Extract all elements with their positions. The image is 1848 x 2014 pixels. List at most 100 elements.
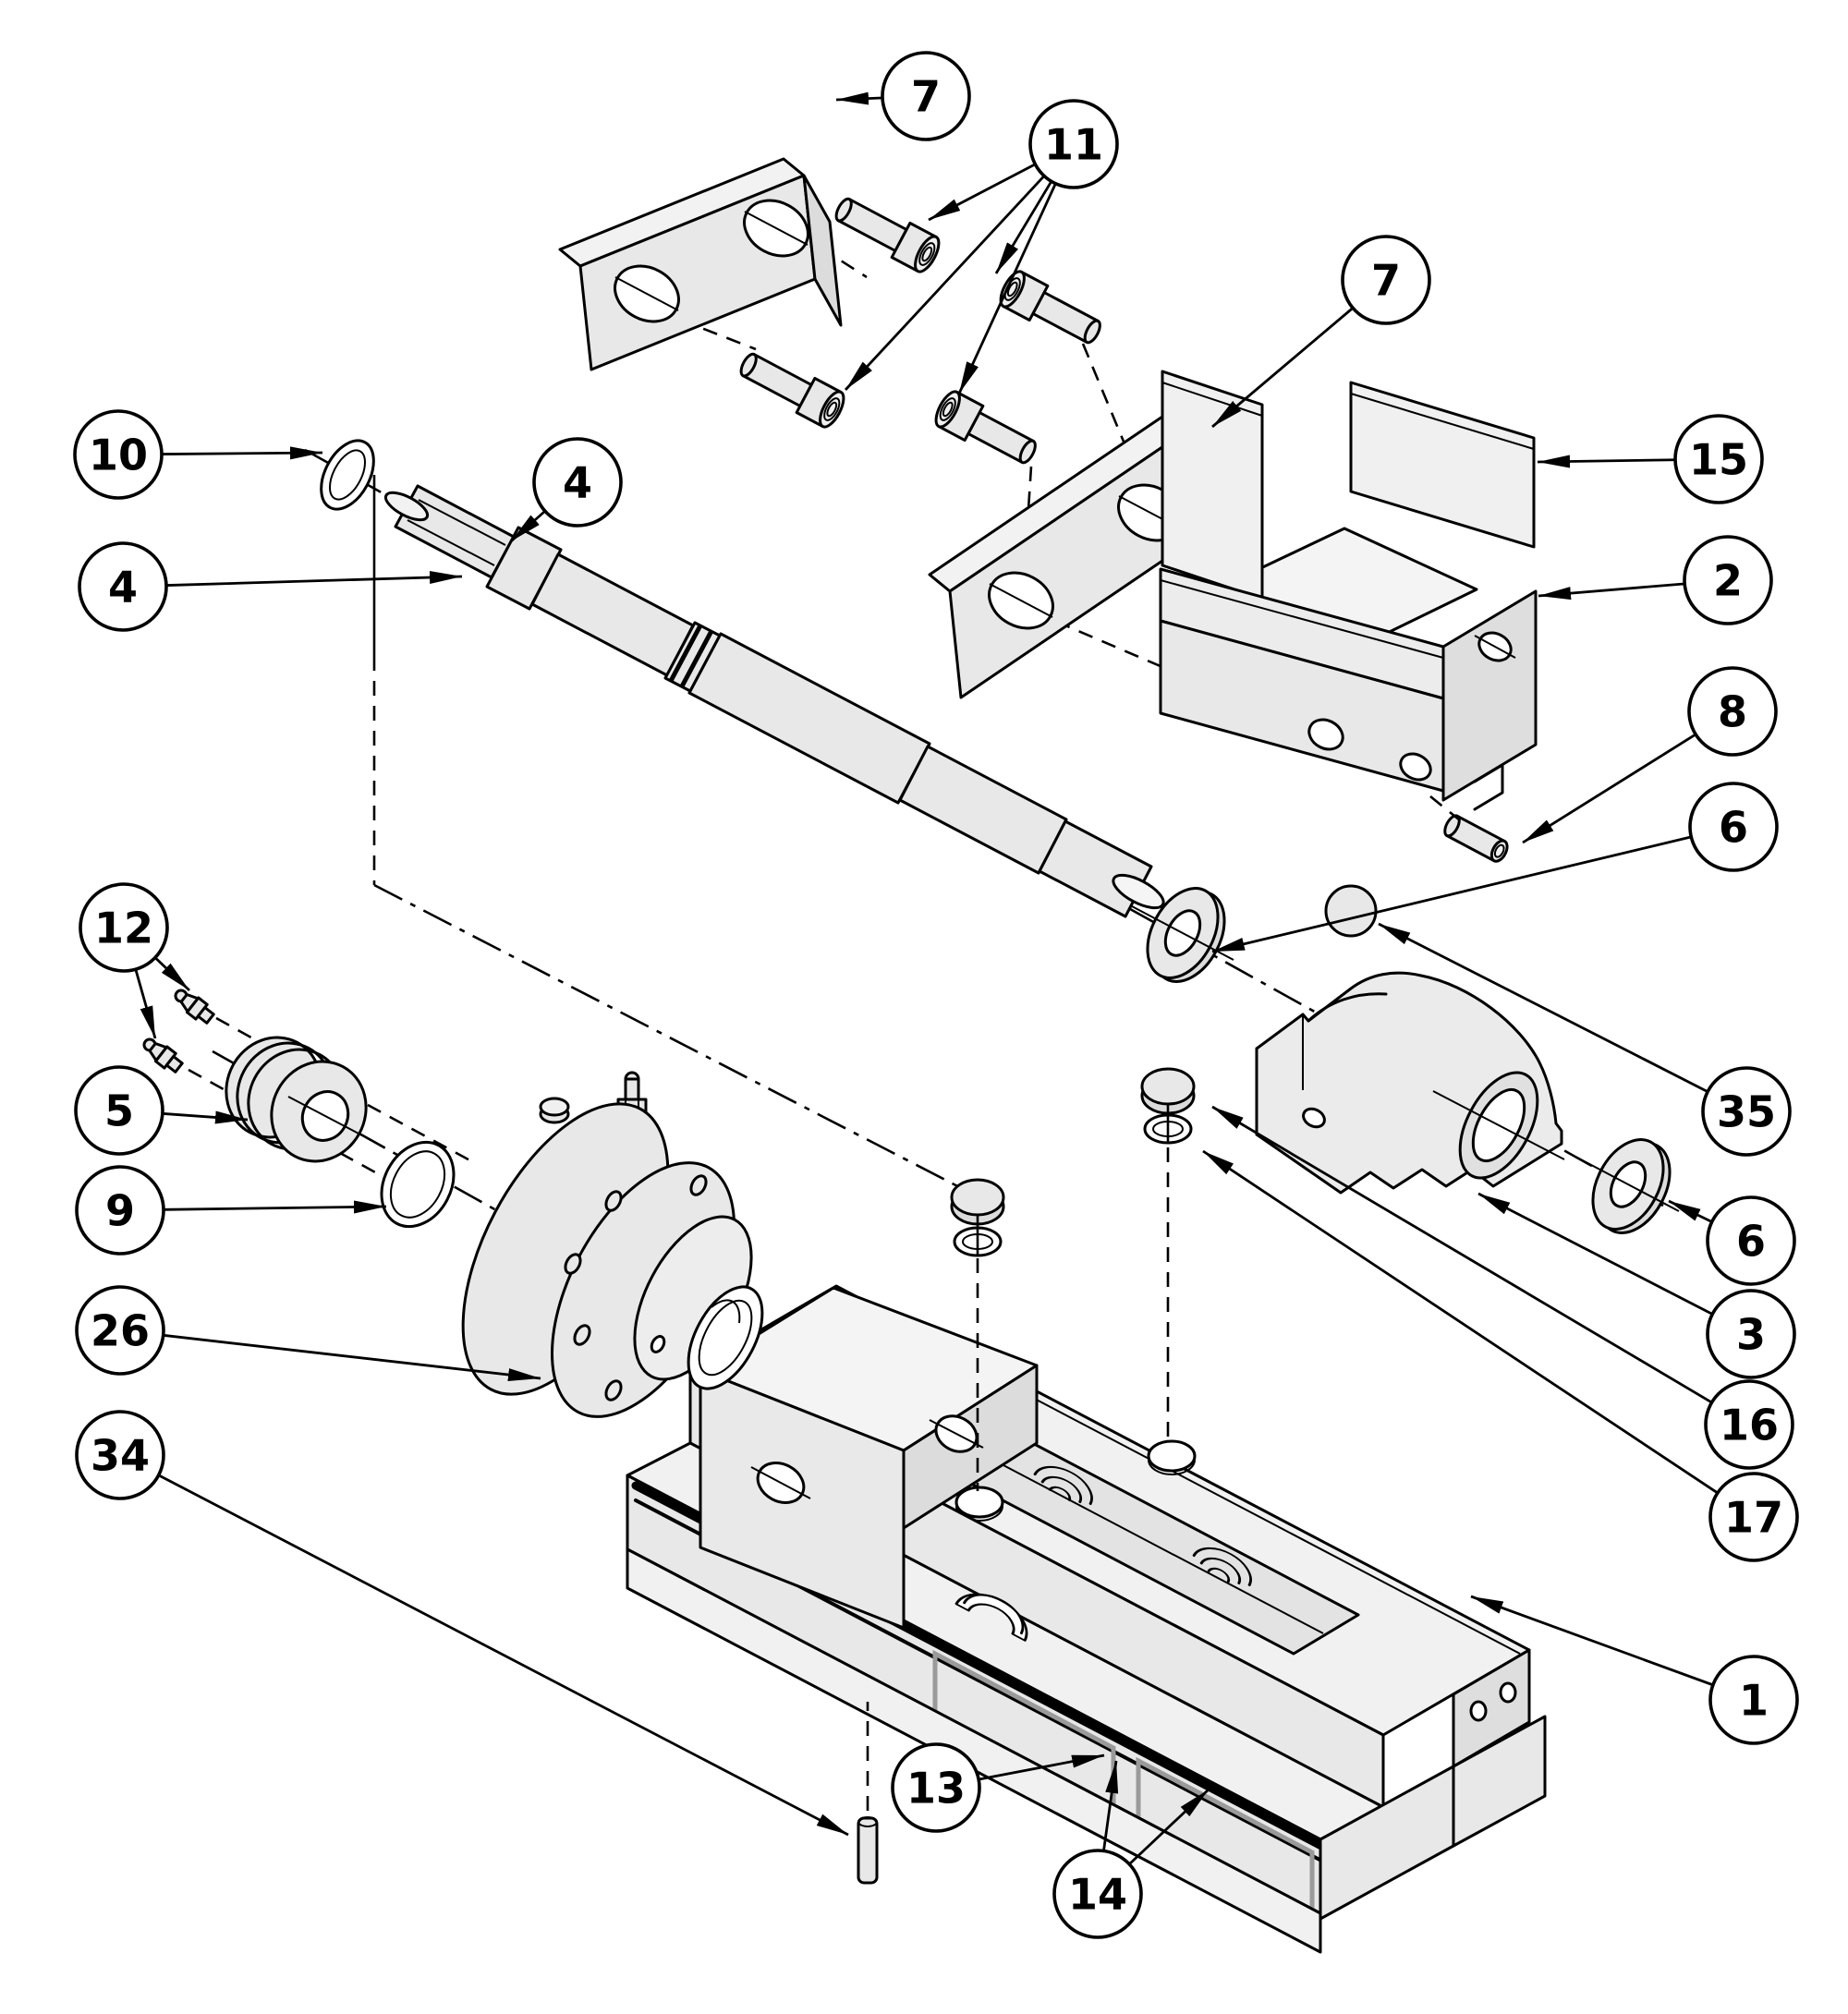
alignment-lines-over [866, 795, 1461, 1811]
set-screw-part-8 [1443, 814, 1509, 863]
flange-bolt [573, 1324, 591, 1346]
leader-line [162, 446, 323, 460]
leader-line [835, 91, 882, 105]
balloon-number: 7 [911, 72, 941, 122]
balloon-circle [75, 1410, 165, 1500]
movable-jaw-body-part-2 [1159, 370, 1538, 863]
base-bottom-strip [626, 1547, 1322, 1954]
leader-line [1537, 455, 1675, 468]
balloon-number: 34 [91, 1431, 150, 1481]
balloon-circle [532, 437, 623, 528]
guide-spring-seal [1033, 1465, 1093, 1506]
fixed-jaw-block [699, 1286, 1039, 1630]
leader-line [510, 510, 546, 543]
screw-end-face [1112, 873, 1165, 910]
piston-part-5 [225, 1036, 368, 1163]
flange-bolt [604, 1190, 623, 1212]
leader-line [1211, 307, 1354, 429]
boss-hole [650, 1335, 666, 1353]
jaw-plate-top-left-part-7 [558, 157, 843, 371]
carriage-hole [1302, 1107, 1326, 1129]
fixed-jaw-front-face [699, 1368, 906, 1630]
leader-line [1522, 734, 1696, 844]
callout-7: 7 [1211, 235, 1431, 429]
leader-line [957, 184, 1057, 394]
balloon-circle [1706, 1195, 1796, 1286]
callout-6: 6 [1211, 782, 1779, 953]
screw-journal [530, 552, 695, 677]
balloon-number: 1 [1739, 1676, 1769, 1726]
leader-line [154, 957, 190, 992]
callout-9: 9 [75, 1165, 387, 1256]
grease-fitting-part-12 [142, 1037, 184, 1074]
balloon-number: 12 [94, 904, 153, 953]
balloon-number: 17 [1724, 1493, 1783, 1543]
balloon-number: 7 [1371, 256, 1401, 306]
callout-11: 11 [844, 99, 1119, 394]
callout-4: 4 [78, 541, 463, 632]
cap-screws-part-11 [739, 197, 1101, 465]
leader-line [1477, 1192, 1712, 1316]
callout-2: 2 [1538, 535, 1773, 625]
callout-12: 12 [79, 882, 190, 1039]
jaw-front-hole [1307, 718, 1344, 751]
threaded-bore [687, 1285, 764, 1390]
balloon-circle [1701, 1066, 1792, 1157]
callout-3: 3 [1477, 1192, 1796, 1379]
screw-collar [485, 526, 563, 611]
o-ring-part-9 [380, 1140, 456, 1229]
jaw-carriage-nut [1255, 971, 1565, 1195]
balloon-circle [1706, 1289, 1796, 1379]
balloon-circle [1673, 414, 1764, 504]
body-top-hole-left [954, 1486, 1004, 1519]
guide-spring-seal [1192, 1547, 1252, 1587]
leader-line [158, 1474, 849, 1837]
balloon-number: 10 [89, 431, 148, 480]
leader-line [164, 1334, 541, 1381]
balloon-circle [881, 51, 971, 141]
balloon-number: 9 [105, 1186, 135, 1236]
balloon-number: 35 [1717, 1087, 1776, 1137]
leader-line [1211, 1105, 1712, 1403]
callout-15: 15 [1537, 414, 1764, 504]
balloon-circle [1028, 99, 1119, 189]
callout-13: 13 [891, 1742, 1105, 1833]
leader-line [1538, 582, 1684, 601]
balloon-number: 13 [906, 1764, 966, 1814]
balloon-circle [75, 1285, 165, 1376]
balloon-circle [1704, 1379, 1794, 1470]
callout-6-b: 6 [1668, 1195, 1796, 1286]
balloon-circle [1683, 535, 1773, 625]
leader-line [134, 969, 157, 1039]
balloon-circle [75, 1165, 165, 1256]
thrust-washer-part-6-rear [1576, 1138, 1680, 1234]
chip-guard-back-panel [1349, 381, 1536, 549]
balloon-number: 6 [1719, 803, 1748, 853]
balloon-number: 6 [1736, 1217, 1766, 1267]
dowel-pin-part-34-target [857, 1816, 879, 1885]
leader-line [844, 176, 1045, 391]
leader-line [994, 181, 1052, 274]
callout-5: 5 [74, 1065, 249, 1156]
jaw-bottom-notch [1473, 763, 1504, 811]
balloon-number: 2 [1713, 556, 1743, 606]
leader-line [1470, 1595, 1713, 1686]
leader-line [166, 571, 463, 587]
plug-disc [950, 1178, 1005, 1217]
jaw-front-hole [1399, 752, 1432, 782]
cap-screw [934, 390, 1037, 465]
plate-end-face [802, 174, 843, 327]
callout-10: 10 [73, 409, 323, 500]
balloon-circle [78, 541, 168, 632]
leader-line [1668, 1199, 1712, 1223]
way-seal-notch [954, 1593, 1028, 1642]
balloon-circle [74, 1065, 164, 1156]
callout-14: 14 [1052, 1760, 1210, 1939]
balloon-number: 14 [1068, 1870, 1127, 1920]
balloon-number: 4 [108, 563, 138, 613]
callout-17: 17 [1202, 1149, 1799, 1562]
fitting-b-axis [188, 1068, 239, 1099]
screw-middle-section [687, 632, 931, 805]
